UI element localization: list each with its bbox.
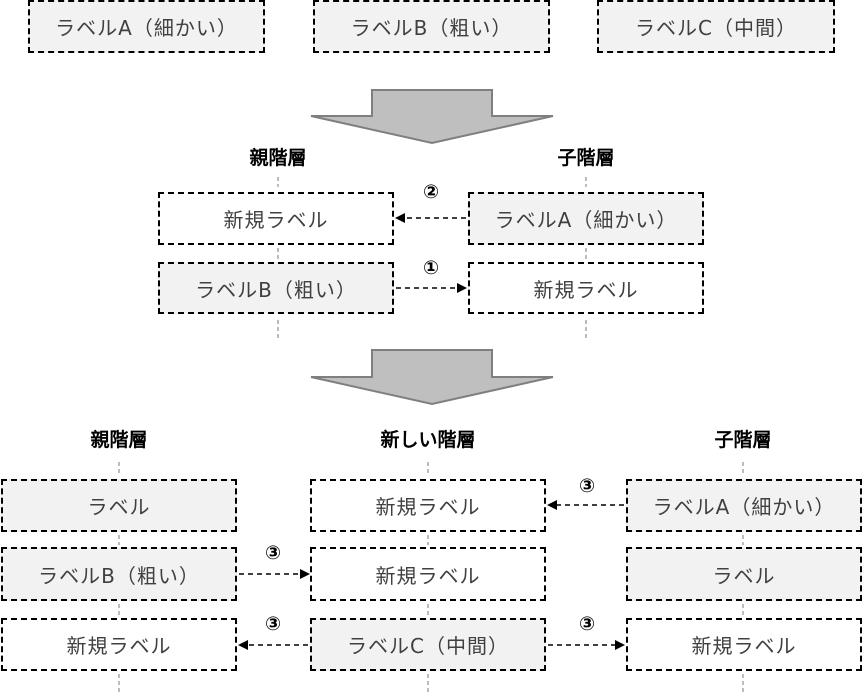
stage3-link-d-arrowhead bbox=[615, 640, 625, 650]
stage3-child-box-2: ラベル bbox=[626, 547, 862, 601]
stage2-step-marker-2: ② bbox=[422, 181, 440, 203]
source-label-a: ラベルA（細かい） bbox=[28, 0, 265, 53]
source-label-c: ラベルC（中間） bbox=[597, 0, 835, 53]
stage3-step-marker-c: ③ bbox=[264, 613, 282, 635]
stage3-link-b-arrowhead bbox=[300, 569, 310, 579]
stage3-middle-header: 新しい階層 bbox=[380, 429, 476, 451]
stage2-parent-box-2: ラベルB（粗い） bbox=[158, 262, 394, 314]
stage3-step-marker-a: ③ bbox=[578, 475, 596, 497]
stage3-middle-box-3: ラベルC（中間） bbox=[310, 618, 546, 671]
stage3-middle-box-2: 新規ラベル bbox=[310, 547, 546, 601]
stage2-parent-box-1: 新規ラベル bbox=[158, 192, 394, 245]
stage2-child-box-1: ラベルA（細かい） bbox=[468, 192, 704, 245]
stage3-link-a-arrowhead bbox=[547, 500, 557, 510]
stage2-child-header: 子階層 bbox=[557, 147, 615, 169]
stage2-step-marker-1: ① bbox=[422, 257, 440, 279]
stage3-child-box-1: ラベルA（細かい） bbox=[626, 479, 862, 532]
stage3-child-box-3: 新規ラベル bbox=[626, 618, 862, 671]
transition-arrow-2 bbox=[310, 349, 554, 406]
stage3-parent-box-3: 新規ラベル bbox=[1, 618, 237, 671]
stage3-parent-box-1: ラベル bbox=[1, 479, 237, 532]
stage2-parent-header: 親階層 bbox=[249, 147, 307, 169]
stage3-step-marker-d: ③ bbox=[578, 613, 596, 635]
stage3-link-c-arrowhead bbox=[238, 640, 248, 650]
stage3-parent-box-2: ラベルB（粗い） bbox=[1, 547, 237, 601]
stage2-child-box-2: 新規ラベル bbox=[468, 262, 704, 314]
stage3-child-header: 子階層 bbox=[714, 429, 772, 451]
stage2-link-2-arrowhead bbox=[395, 213, 405, 223]
stage3-parent-header: 親階層 bbox=[90, 429, 148, 451]
stage2-link-1-arrowhead bbox=[457, 283, 467, 293]
stage3-middle-box-1: 新規ラベル bbox=[310, 479, 546, 532]
transition-arrow-1 bbox=[310, 89, 554, 145]
stage3-step-marker-b: ③ bbox=[264, 542, 282, 564]
source-label-b: ラベルB（粗い） bbox=[313, 0, 550, 53]
